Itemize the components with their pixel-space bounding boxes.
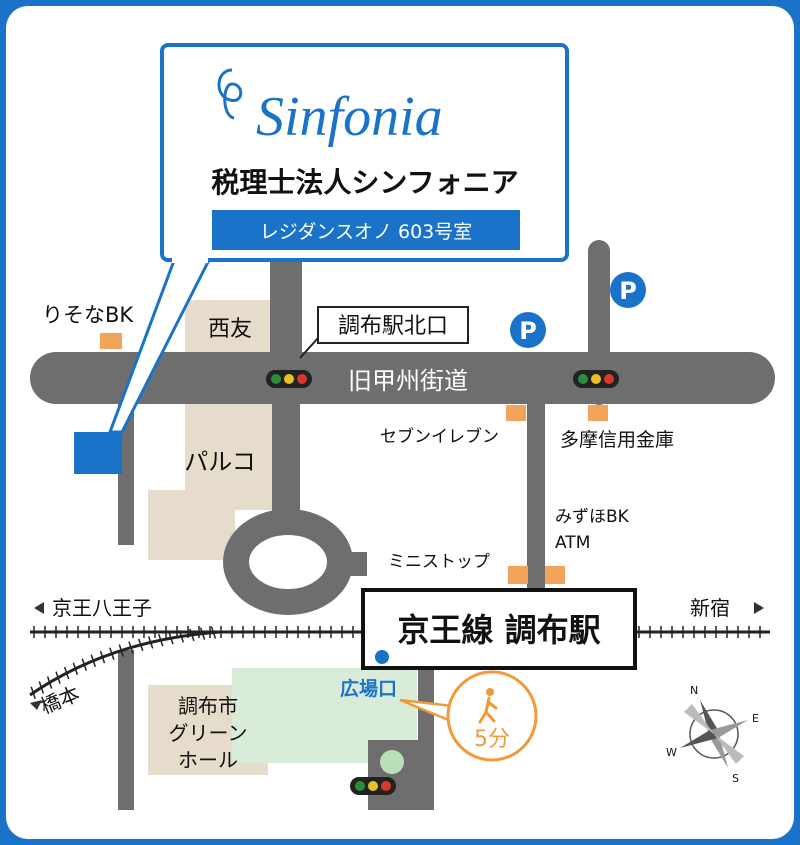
hiroba-exit-dot (375, 650, 389, 664)
walk-bubble (446, 670, 538, 762)
east-north-road (588, 240, 610, 405)
resona-label: りそなBK (42, 303, 134, 327)
green-hall-label-line3: ホール (178, 748, 238, 772)
west-arrow-icon (34, 602, 44, 614)
tama-shinkin-label: 多摩信用金庫 (560, 429, 674, 451)
rotary-access-road (272, 395, 300, 530)
west-road-lower (118, 650, 134, 810)
station-label: 京王線 調布駅 (397, 611, 600, 649)
mizuho-label-line1: みずほBK (555, 507, 630, 527)
sagamihara-line-ties (30, 626, 217, 700)
station-box (361, 588, 637, 670)
north-exit-pointer (299, 337, 319, 359)
saiyu-building (185, 300, 275, 355)
resona-marker (100, 333, 122, 349)
saiyu-label: 西友 (208, 317, 252, 342)
walking-person-icon (478, 688, 498, 724)
svg-text:S: S (732, 772, 739, 785)
callout-gap (172, 255, 208, 263)
ministop-marker (508, 566, 528, 584)
southwest-arrow-icon (30, 700, 42, 710)
parco-building (148, 395, 275, 560)
south-planter (380, 750, 404, 774)
logo-text: Sinfonia (256, 86, 443, 148)
green-hall-label-line2: グリーン (169, 721, 248, 745)
svg-text:P: P (619, 277, 637, 305)
treble-clef-icon (217, 68, 243, 120)
parking-icon-north: P (610, 272, 646, 308)
green-hall-label-line1: 調布市 (178, 694, 238, 718)
tama-shinkin-marker (588, 405, 608, 421)
parco-label: パルコ (184, 448, 256, 476)
compass-rose-icon: N E S W (666, 684, 759, 785)
ministop-label: ミニストップ (388, 552, 490, 572)
seven-eleven-marker (506, 405, 526, 421)
traffic-light-south (350, 777, 396, 795)
east-south-road (527, 395, 545, 590)
office-name: 税理士法人シンフォニア (211, 166, 518, 199)
office-callout (160, 43, 569, 262)
walk-time-label: 5分 (474, 727, 510, 752)
east-arrow-icon (754, 602, 764, 614)
mizuho-marker (545, 566, 565, 584)
svg-text:N: N (690, 684, 698, 697)
traffic-light-west (266, 370, 312, 388)
office-location-marker (74, 432, 122, 474)
road-label: 旧甲州街道 (348, 367, 468, 395)
rotary-link-road (337, 552, 367, 576)
north-exit-box (317, 306, 469, 344)
room-banner (212, 210, 520, 250)
svg-text:P: P (519, 317, 537, 345)
north-exit-label: 調布駅北口 (338, 314, 448, 339)
parking-icon-center: P (510, 312, 546, 348)
traffic-light-east (573, 370, 619, 388)
direction-east-label: 新宿 (690, 596, 730, 620)
svg-text:E: E (752, 712, 759, 725)
room-label: レジダンスオノ 603号室 (260, 221, 473, 243)
svg-text:W: W (666, 746, 677, 759)
hiroba-exit-label: 広場口 (340, 677, 397, 700)
south-road (418, 668, 434, 810)
mizuho-label-line2: ATM (555, 533, 590, 553)
seven-eleven-label: セブンイレブン (380, 426, 499, 447)
direction-west-label: 京王八王子 (52, 596, 152, 620)
